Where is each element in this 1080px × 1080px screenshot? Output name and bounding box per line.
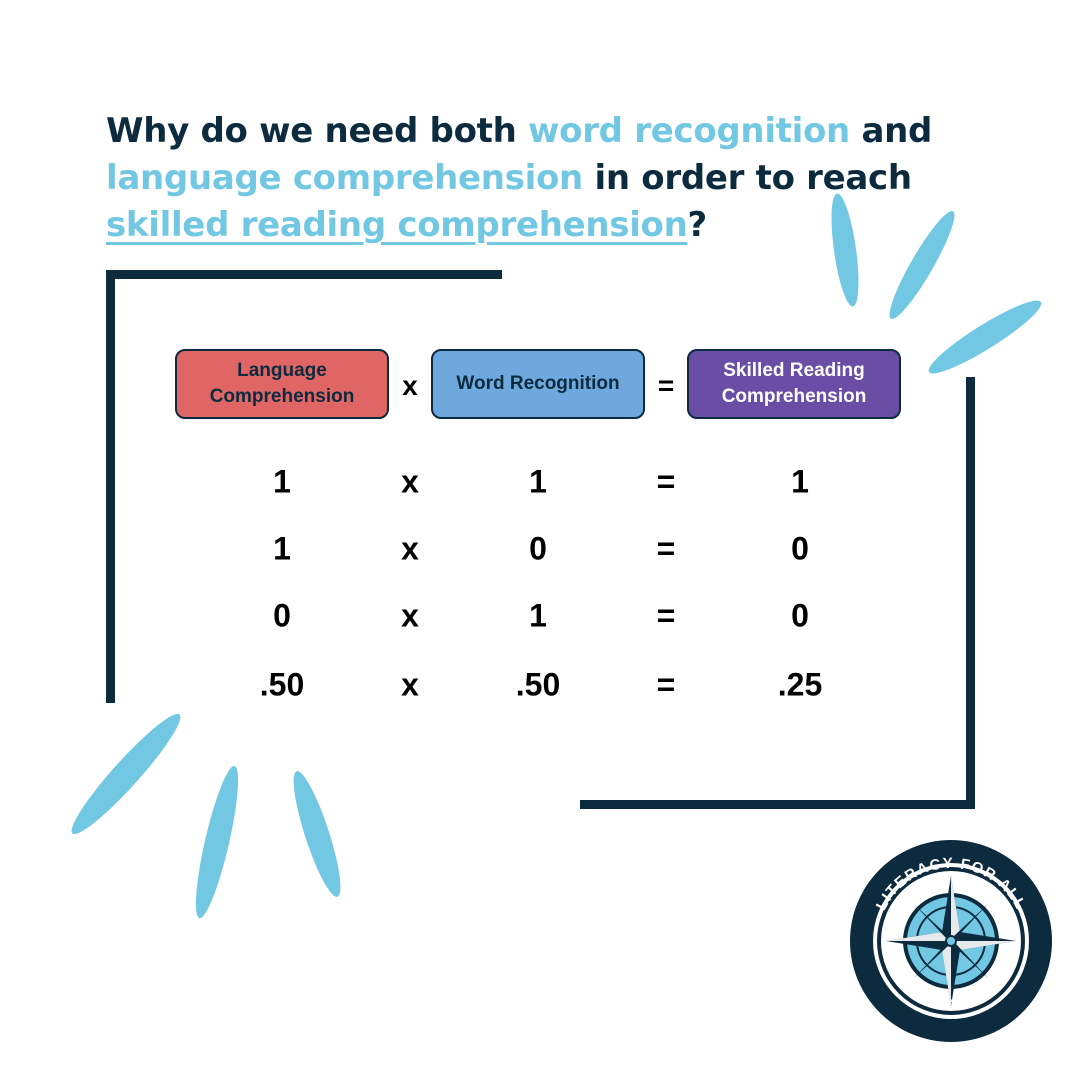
title-highlight-skilled-reading-comprehension: skilled reading comprehension: [106, 205, 688, 245]
frame-top-left-horizontal: [106, 270, 502, 279]
multiply-sign: x: [401, 597, 419, 634]
equals-sign: =: [657, 370, 675, 401]
word-value: 1: [529, 463, 547, 500]
box-label: Language: [237, 360, 327, 381]
title-highlight-language-comprehension: language comprehension: [106, 158, 583, 198]
title-line-3: skilled reading comprehension?: [106, 202, 966, 249]
stroke-bottom-left-3: [293, 771, 341, 897]
title-text: in order to reach: [582, 158, 913, 198]
stroke-top-right-1: [831, 193, 859, 307]
stroke-bottom-left-2: [195, 765, 239, 919]
language-value: 1: [273, 530, 291, 567]
title-line-1: Why do we need both word recognition and: [106, 108, 966, 155]
compass-star-icon: [886, 876, 1016, 1006]
skilled-reading-comprehension-box: Skilled Reading Comprehension: [687, 349, 901, 419]
stroke-bottom-left-1: [71, 713, 181, 835]
equals-sign: =: [656, 463, 676, 500]
language-value: 1: [273, 463, 291, 500]
box-label: Skilled Reading: [723, 360, 865, 381]
word-value: 1: [529, 597, 547, 634]
multiply-sign: x: [401, 530, 419, 567]
result-value: 0: [791, 530, 809, 567]
logo-white-ring: [873, 863, 1029, 1019]
multiply-sign: x: [402, 370, 418, 401]
language-comprehension-box: Language Comprehension: [175, 349, 389, 419]
word-value: .50: [515, 666, 561, 703]
equals-sign: =: [656, 597, 676, 634]
equals-sign: =: [656, 666, 676, 703]
page-title: Why do we need both word recognition and…: [106, 108, 966, 249]
result-value: 1: [791, 463, 809, 500]
result-value: 0: [791, 597, 809, 634]
language-value: 0: [273, 597, 291, 634]
stroke-top-right-2: [889, 211, 955, 319]
title-line-2: language comprehension in order to reach: [106, 155, 966, 202]
box-label: Comprehension: [721, 386, 867, 407]
box-label: Word Recognition: [456, 373, 620, 394]
title-text: Why do we need both: [106, 111, 529, 151]
frame-bottom-right-vertical: [966, 377, 975, 809]
word-value: 0: [529, 530, 547, 567]
result-value: .25: [777, 666, 823, 703]
title-text: ?: [687, 205, 708, 245]
language-value: .50: [259, 666, 305, 703]
word-recognition-box: Word Recognition: [431, 349, 645, 419]
multiply-sign: x: [401, 463, 419, 500]
literacy-for-all-logo: LITERACY FOR ALL #YouBelongCV: [850, 840, 1052, 1042]
title-text: and: [849, 111, 933, 151]
frame-bottom-right-horizontal: [580, 800, 975, 809]
frame-top-left-vertical: [106, 270, 115, 703]
stroke-top-right-3: [928, 300, 1042, 374]
box-label: Comprehension: [209, 386, 355, 407]
title-highlight-word-recognition: word recognition: [528, 111, 850, 151]
multiply-sign: x: [401, 666, 419, 703]
equals-sign: =: [656, 530, 676, 567]
